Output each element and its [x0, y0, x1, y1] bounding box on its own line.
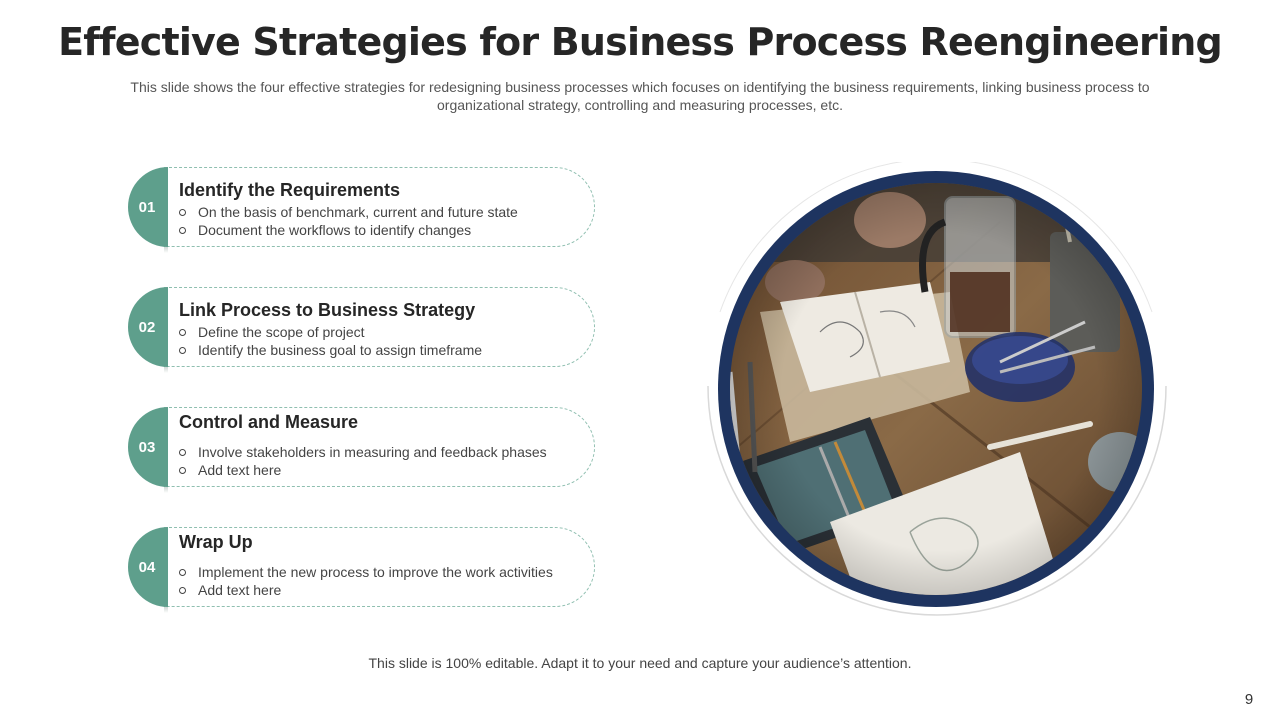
card-number-cap: 01 [128, 167, 168, 247]
bullet-icon [179, 569, 186, 576]
card-number-cap: 03 [128, 407, 168, 487]
card-shadow [164, 607, 168, 613]
card-number-cap: 02 [128, 287, 168, 367]
list-item: Add text here [179, 581, 553, 599]
bullet-icon [179, 449, 186, 456]
slide-subtitle: This slide shows the four effective stra… [130, 79, 1150, 113]
card-shadow [164, 367, 168, 373]
card-number: 03 [138, 438, 156, 456]
strategy-card-03: 03 Control and Measure Involve stakehold… [128, 407, 596, 493]
bullet-icon [179, 209, 186, 216]
bullet-icon [179, 329, 186, 336]
card-points: Involve stakeholders in measuring and fe… [179, 443, 547, 479]
strategy-card-01: 01 Identify the Requirements On the basi… [128, 167, 596, 253]
slide-title: Effective Strategies for Business Proces… [58, 20, 1223, 64]
list-item: On the basis of benchmark, current and f… [179, 203, 518, 221]
card-shadow [164, 247, 168, 253]
card-points: Define the scope of project Identify the… [179, 323, 482, 359]
card-outline [164, 287, 595, 367]
card-outline [164, 407, 595, 487]
bullet-icon [179, 347, 186, 354]
card-outline [164, 527, 595, 607]
bullet-icon [179, 587, 186, 594]
list-item: Define the scope of project [179, 323, 482, 341]
card-heading: Link Process to Business Strategy [179, 300, 476, 320]
card-points: On the basis of benchmark, current and f… [179, 203, 518, 239]
list-item: Add text here [179, 461, 547, 479]
list-item: Identify the business goal to assign tim… [179, 341, 482, 359]
strategy-card-04: 04 Wrap Up Implement the new process to … [128, 527, 596, 613]
card-number: 01 [138, 198, 156, 216]
card-outline [164, 167, 595, 247]
card-heading: Identify the Requirements [179, 180, 401, 200]
strategy-card-02: 02 Link Process to Business Strategy Def… [128, 287, 596, 373]
card-number: 02 [138, 318, 156, 336]
bullet-icon [179, 467, 186, 474]
workspace-photo [700, 158, 1174, 622]
card-shadow [164, 487, 168, 493]
page-number: 9 [1244, 691, 1254, 708]
list-item: Document the workflows to identify chang… [179, 221, 518, 239]
card-points: Implement the new process to improve the… [179, 563, 553, 599]
bullet-icon [179, 227, 186, 234]
slide-footer: This slide is 100% editable. Adapt it to… [368, 655, 912, 671]
list-item: Implement the new process to improve the… [179, 563, 553, 581]
card-number: 04 [138, 558, 156, 576]
card-heading: Wrap Up [179, 532, 253, 552]
list-item: Involve stakeholders in measuring and fe… [179, 443, 547, 461]
card-number-cap: 04 [128, 527, 168, 607]
card-heading: Control and Measure [179, 412, 359, 432]
workspace-photo-illustration [707, 158, 1167, 616]
